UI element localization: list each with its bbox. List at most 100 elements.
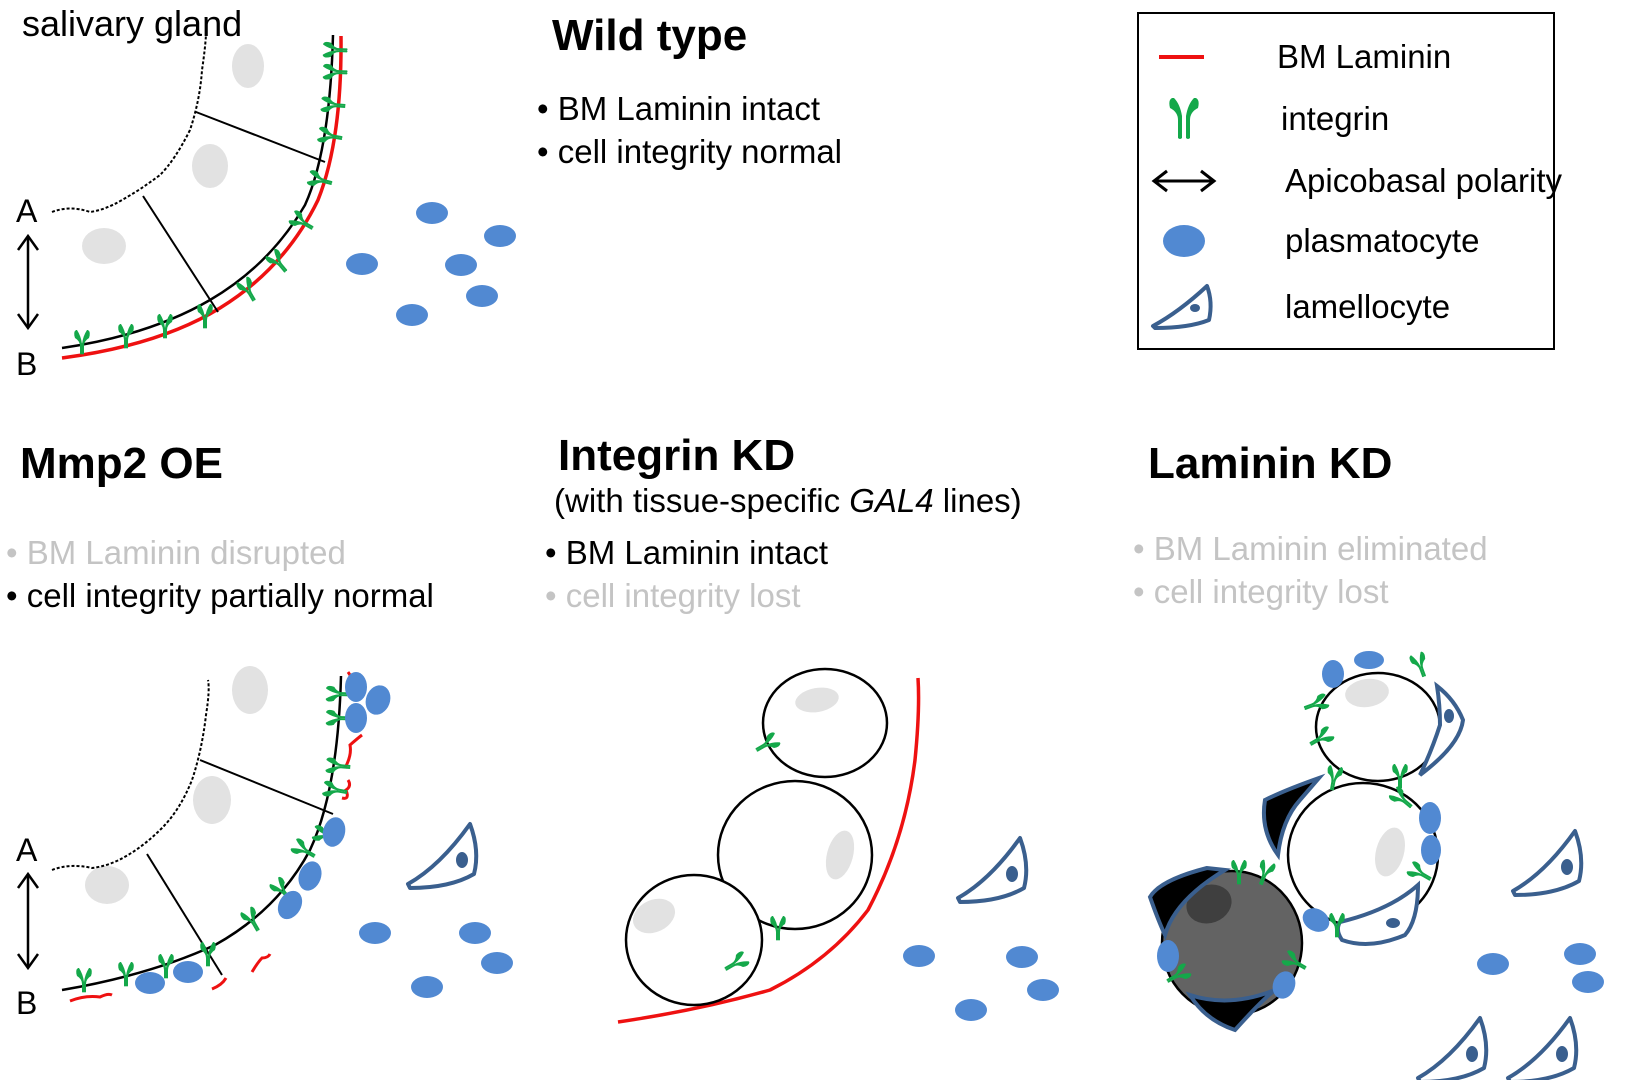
laminin-fragment [211, 977, 228, 991]
apical-label-mmp2: A [16, 832, 38, 868]
nucleus [825, 830, 855, 880]
plasmatocyte-icon [416, 202, 448, 224]
integrin-icon [322, 41, 348, 59]
plasmatocyte-icon [1027, 979, 1059, 1001]
apical-membrane [51, 679, 210, 871]
plasmatocyte-icon [345, 703, 367, 733]
plasmatocyte-icon [1421, 835, 1441, 865]
bullet-wt-1: • BM Laminin intact [537, 92, 820, 125]
bullet-text: BM Laminin disrupted [26, 534, 346, 571]
cell-boundary [195, 111, 326, 163]
lamellocyte-icon [1335, 880, 1421, 946]
integrin-icon [322, 63, 348, 81]
plasmatocyte-icon [1157, 940, 1179, 972]
plasmatocyte-icon [955, 999, 987, 1021]
legend-label: integrin [1281, 100, 1390, 137]
basal-membrane [61, 34, 335, 350]
double-arrow-icon [1139, 156, 1229, 206]
plasmatocyte-icon [1564, 943, 1596, 965]
subtitle-italic: GAL4 [849, 482, 934, 519]
plasmatocyte-icon [466, 285, 498, 307]
legend-label: lamellocyte [1285, 288, 1451, 325]
plasmatocyte-icon [396, 304, 428, 326]
bullet-text: cell integrity lost [565, 577, 801, 614]
plasmatocyte-icon [322, 817, 346, 847]
integrin-icon [306, 169, 335, 191]
bullet-lkd-2: • cell integrity lost [1133, 575, 1389, 608]
cell-boundary [142, 195, 219, 313]
plasmatocyte-icon [1006, 946, 1038, 968]
nucleus [1375, 827, 1405, 877]
legend-item-laminin: BM Laminin [1139, 32, 1451, 82]
bullet-mmp2-2: • cell integrity partially normal [6, 579, 434, 612]
subtitle-text: (with tissue-specific [554, 482, 850, 519]
nucleus [795, 687, 839, 713]
bullet-text: cell integrity partially normal [26, 577, 434, 614]
bullet-text: BM Laminin intact [565, 534, 829, 571]
bullet-dot: • [537, 90, 549, 127]
integrin-icon [320, 96, 347, 114]
bullet-dot: • [6, 534, 18, 571]
nucleus [193, 776, 231, 824]
basal-label-wt: B [16, 346, 38, 382]
legend-label: Apicobasal polarity [1285, 162, 1562, 199]
legend-item-integrin: integrin [1139, 94, 1389, 144]
subtitle-text: lines) [933, 482, 1022, 519]
plasmatocyte-icon [481, 952, 513, 974]
lamellocyte-icon [1185, 988, 1277, 1033]
plasmatocyte-icon [445, 254, 477, 276]
legend: BM Laminin integrin Apicobasal polarity … [1137, 12, 1562, 350]
bullet-wt-2: • cell integrity normal [537, 135, 842, 168]
mmp2-oe-hemocytes [359, 822, 513, 998]
lamellocyte-icon [956, 836, 1029, 904]
plasmatocyte-icon [298, 861, 322, 891]
lamellocyte-icon [1139, 282, 1229, 332]
laminin-kd-hemocytes [1416, 829, 1604, 1080]
integrin-icon [316, 126, 344, 146]
laminin-fragment [69, 992, 113, 1003]
laminin-fragment [341, 779, 352, 800]
plasmatocyte-icon [1302, 908, 1330, 932]
plasmatocyte-icon [1354, 651, 1384, 669]
lamellocyte-icon [1261, 773, 1326, 861]
plasmatocyte-icon [365, 685, 391, 715]
laminin-line-icon [1139, 32, 1229, 82]
bullet-dot: • [1133, 530, 1145, 567]
panel-title-wild-type: Wild type [552, 11, 748, 60]
lamellocyte-nucleus [1386, 918, 1400, 928]
bullet-text: cell integrity lost [1153, 573, 1389, 610]
integrin-icon [1408, 651, 1432, 680]
integrin-kd-hemocytes [903, 836, 1059, 1021]
integrin-icon [76, 968, 92, 993]
bullet-dot: • [545, 577, 557, 614]
plasmatocyte-icon [346, 253, 378, 275]
laminin-kd-cells [1147, 651, 1466, 1033]
plasmatocyte-icon [277, 890, 303, 920]
plasmatocyte-icon [1139, 216, 1229, 266]
nucleus [632, 898, 676, 934]
bullet-dot: • [545, 534, 557, 571]
mmp2-oe-gland [16, 666, 391, 1003]
bullet-ikd-2: • cell integrity lost [545, 579, 801, 612]
wild-type-plasmatocytes [346, 202, 516, 326]
legend-item-plasmatocyte: plasmatocyte [1139, 216, 1479, 266]
bullet-dot: • [6, 577, 18, 614]
integrin-icon [74, 330, 90, 355]
nucleus [85, 866, 129, 904]
bullet-mmp2-1: • BM Laminin disrupted [6, 536, 346, 569]
nucleus [232, 44, 264, 88]
bullet-lkd-1: • BM Laminin eliminated [1133, 532, 1488, 565]
plasmatocyte-icon [903, 945, 935, 967]
plasmatocyte-icon [359, 922, 391, 944]
panel-subtitle-integrin-kd: (with tissue-specific GAL4 lines) [554, 484, 1022, 517]
bullet-text: BM Laminin intact [557, 90, 821, 127]
bullet-text: cell integrity normal [557, 133, 843, 170]
lamellocyte-icon [1418, 681, 1466, 777]
panel-title-laminin-kd: Laminin KD [1148, 439, 1393, 488]
plasmatocyte-icon [1572, 971, 1604, 993]
legend-item-polarity: Apicobasal polarity [1139, 156, 1562, 206]
bullet-dot: • [1133, 573, 1145, 610]
wild-type-gland [16, 34, 348, 360]
polarity-arrow-icon [16, 233, 40, 331]
